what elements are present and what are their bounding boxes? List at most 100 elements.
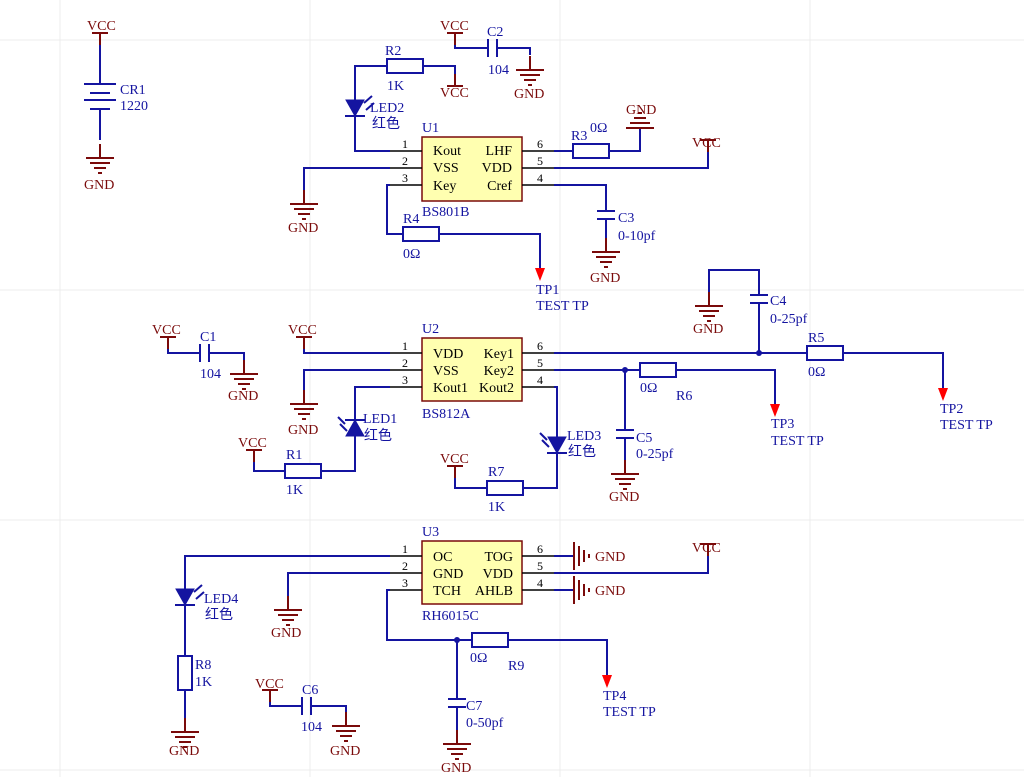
c7-ref: C7 [466,699,482,714]
r2-ref: R2 [385,44,401,59]
u1-pin-cref: Cref [487,179,512,194]
c5-ref: C5 [636,431,652,446]
u1-vss-gnd: GND [288,167,390,236]
u3-vdd-vcc: VCC [554,541,721,574]
r5-ref: R5 [808,331,824,346]
c2-vcc-label: VCC [440,19,469,34]
u3-part: RH6015C [422,609,479,624]
r2-vcc-label: VCC [440,86,469,101]
r8-value: 1K [195,675,212,690]
u1-pin-vss: VSS [433,161,459,176]
c1-gnd-label: GND [228,389,258,404]
u2-pin2: 2 [402,356,408,370]
tp3-label: TEST TP [771,434,824,449]
u2-led3-r7: VCC R7 1K LED3 红色 [440,386,601,515]
c6-vcc-label: VCC [255,677,284,692]
c2-value: 104 [488,63,509,78]
u3-pin-vdd: VDD [483,567,513,582]
u3-tch-r9-tp4: 0Ω R9 TP4 TEST TP C7 0-50pf GND [386,589,656,776]
u1-pin6: 6 [537,137,543,151]
u1-pin-key: Key [433,179,456,194]
u3-led4-r8: LED4 红色 R8 1K GND [169,555,390,759]
c2-gnd-label: GND [514,87,544,102]
c4-value: 0-25pf [770,312,808,327]
u1-gnd-label: GND [288,221,318,236]
c6-value: 104 [301,720,322,735]
u1-pin-lhf: LHF [486,144,513,159]
u3-pin3: 3 [402,576,408,590]
tp2-ref: TP2 [940,402,963,417]
tp2-label: TEST TP [940,418,993,433]
u3-ref: U3 [422,525,439,540]
u2-part: BS812A [422,407,471,422]
r9-ref: R9 [508,659,524,674]
led3-ref: LED3 [567,429,601,444]
u2-pin4: 4 [537,373,543,387]
u3-vcc-label: VCC [692,541,721,556]
c1-value: 104 [200,367,221,382]
u1-pin-kout: Kout [433,144,461,159]
r3-gnd-label: GND [626,103,656,118]
tp3-ref: TP3 [771,417,794,432]
c6-gnd-label: GND [330,744,360,759]
u2-pin3: 3 [402,373,408,387]
cr1-gnd-label: GND [84,178,114,193]
u2-gnd-label: GND [288,423,318,438]
u1-vdd-vcc: VCC [554,136,721,169]
cr1-vcc-label: VCC [87,19,116,34]
u2-pin5: 5 [537,356,543,370]
u2-ref: U2 [422,322,439,337]
u2-vdd-vcc: VCC [288,323,390,354]
u1-vcc-label: VCC [692,136,721,151]
r1-vcc-label: VCC [238,436,267,451]
u1-ref: U1 [422,121,439,136]
c7-gnd-label: GND [441,761,471,776]
c4-gnd-label: GND [693,322,723,337]
u2-vss-gnd: GND [288,369,390,438]
r2-value: 1K [387,79,404,94]
r8-gnd-label: GND [169,744,199,759]
led2-ref: LED2 [370,101,404,116]
c6-ref: C6 [302,683,318,698]
u3-gnd-label: GND [271,626,301,641]
u3-pin-tog: TOG [484,550,513,565]
u3-ahlb-gnd-label: GND [595,584,625,599]
r7-ref: R7 [488,465,504,480]
u1-led2-r2: R2 1K VCC LED2 红色 [345,44,469,152]
c1-capacitor: VCC C1 104 GND [152,323,259,404]
u1-pin2: 2 [402,154,408,168]
u2-chip: U2 BS812A VDD VSS Kout1 Key1 Key2 Kout2 … [390,322,554,422]
led1-ref: LED1 [363,412,397,427]
u1-pin4: 4 [537,171,543,185]
c1-ref: C1 [200,330,216,345]
r8-ref: R8 [195,658,211,673]
r9-value: 0Ω [470,651,487,666]
u1-pin1: 1 [402,137,408,151]
u3-tog-ahlb-gnd: GND GND [554,541,625,605]
u2-led1-r1: VCC R1 1K LED1 红色 [238,386,397,498]
r7-value: 1K [488,500,505,515]
u1-pin-vdd: VDD [482,161,512,176]
u3-pin-oc: OC [433,550,452,565]
u1-pin3: 3 [402,171,408,185]
c2-ref: C2 [487,25,503,40]
c3-value: 0-10pf [618,229,656,244]
u2-pin-key1: Key1 [484,347,514,362]
c5-gnd-label: GND [609,490,639,505]
u1-c3: C3 0-10pf GND [554,184,656,286]
u2-pin-vss: VSS [433,364,459,379]
r1-ref: R1 [286,448,302,463]
u2-pin1: 1 [402,339,408,353]
cr1-value: 1220 [120,99,148,114]
u3-gnd-pin: GND [271,572,390,641]
c5-value: 0-25pf [636,447,674,462]
c3-ref: C3 [618,211,634,226]
u1-pin5: 5 [537,154,543,168]
r3-ref: R3 [571,129,587,144]
u3-pin-gnd: GND [433,567,463,582]
u3-pin2: 2 [402,559,408,573]
u2-pin-kout2: Kout2 [479,381,514,396]
led4-color: 红色 [205,606,233,623]
